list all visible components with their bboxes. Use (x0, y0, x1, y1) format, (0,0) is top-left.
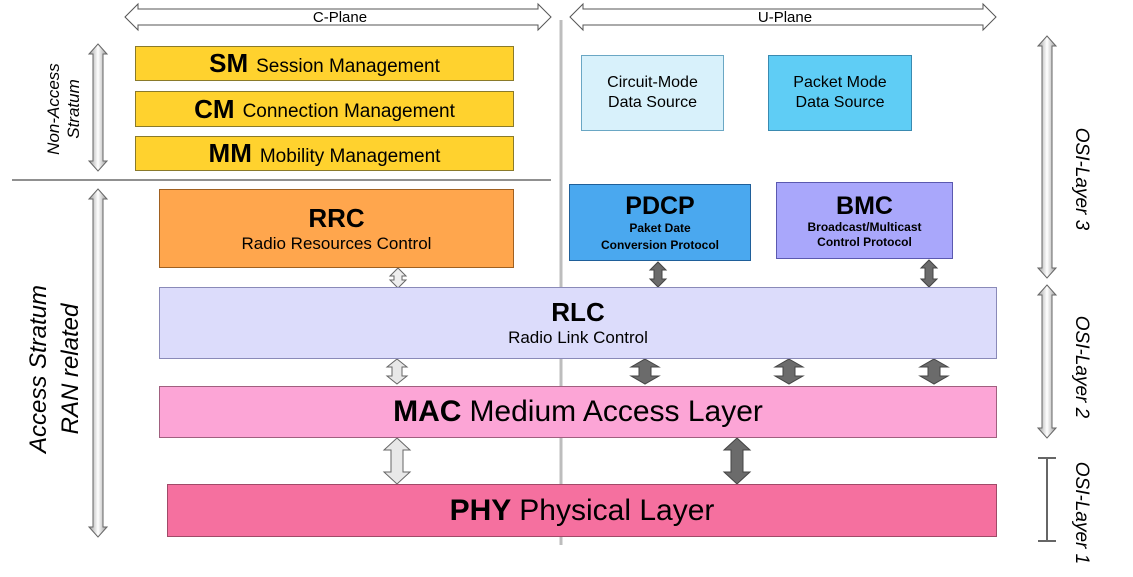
mac-phy-arrow-1 (382, 437, 412, 485)
osi3-arrow (1036, 35, 1058, 279)
sm-full: Session Management (256, 55, 440, 77)
rrc-abbr: RRC (308, 202, 365, 233)
circuit-line1: Circuit-Mode (607, 74, 698, 91)
mm-abbr: MM (208, 138, 252, 168)
rrc-full: Radio Resources Control (241, 233, 432, 253)
bmc-box: BMC Broadcast/Multicast Control Protocol (776, 182, 953, 259)
osi2-arrow (1036, 284, 1058, 439)
rlc-box: RLC Radio Link Control (159, 287, 997, 359)
rlc-mac-arrow-4 (918, 358, 950, 385)
non-access-line1: Non-Access (44, 63, 63, 155)
pdcp-line1: Paket Date (629, 220, 691, 235)
pdcp-rlc-arrow (648, 261, 668, 288)
non-access-stratum-label: Non-Access Stratum (44, 39, 88, 179)
mac-abbr: MAC (393, 395, 462, 428)
pdcp-line2: Conversion Protocol (600, 237, 719, 252)
rlc-mac-arrow-1 (385, 358, 409, 385)
mm-box: MM Mobility Management (135, 136, 514, 171)
phy-full: Physical Layer (519, 493, 715, 527)
nas-arrow (87, 43, 109, 172)
circuit-line2: Data Source (608, 94, 697, 111)
rlc-full: Radio Link Control (508, 328, 648, 347)
packet-line2: Data Source (795, 94, 885, 111)
rlc-abbr: RLC (551, 297, 605, 327)
c-plane-label: C-Plane (312, 9, 368, 26)
mac-full: Medium Access Layer (469, 395, 763, 428)
pdcp-abbr: PDCP (625, 191, 695, 220)
osi-layer2-label: OSI-Layer 2 (1071, 315, 1092, 419)
sm-box: SM Session Management (135, 46, 514, 81)
bmc-rlc-arrow (919, 259, 939, 288)
rrc-box: RRC Radio Resources Control (159, 189, 514, 268)
rlc-mac-arrow-3 (773, 358, 805, 385)
access-stratum-line1: Access Stratum (25, 284, 52, 454)
as-arrow (87, 188, 109, 538)
access-stratum-label: Access Stratum RAN related (23, 249, 89, 489)
pdcp-box: PDCP Paket Date Conversion Protocol (569, 184, 751, 261)
osi-layer3-label: OSI-Layer 3 (1071, 127, 1092, 231)
packet-line1: Packet Mode (793, 74, 887, 91)
non-access-line2: Stratum (64, 79, 83, 139)
osi-layer1-label: OSI-Layer 1 (1071, 461, 1092, 565)
rrc-rlc-arrow (388, 267, 408, 289)
bmc-line2: Control Protocol (817, 234, 912, 249)
osi1-bracket (1038, 457, 1056, 542)
mac-phy-arrow-2 (722, 437, 752, 485)
sm-abbr: SM (209, 48, 249, 78)
cm-full: Connection Management (242, 101, 455, 122)
access-stratum-line2: RAN related (57, 303, 84, 435)
bmc-line1: Broadcast/Multicast (807, 219, 922, 234)
mac-box: MAC Medium Access Layer (159, 386, 997, 438)
mm-full: Mobility Management (259, 145, 441, 167)
u-plane-arrow (569, 2, 997, 32)
circuit-mode-data-source: Circuit-Mode Data Source (581, 55, 724, 131)
phy-box: PHY Physical Layer (167, 484, 997, 537)
rlc-mac-arrow-2 (629, 358, 661, 385)
c-plane-arrow (124, 2, 552, 32)
u-plane-label: U-Plane (757, 9, 813, 26)
bmc-abbr: BMC (836, 191, 893, 220)
cm-box: CM Connection Management (135, 91, 514, 127)
phy-abbr: PHY (449, 493, 512, 527)
cm-abbr: CM (194, 93, 235, 124)
packet-mode-data-source: Packet Mode Data Source (768, 55, 912, 131)
